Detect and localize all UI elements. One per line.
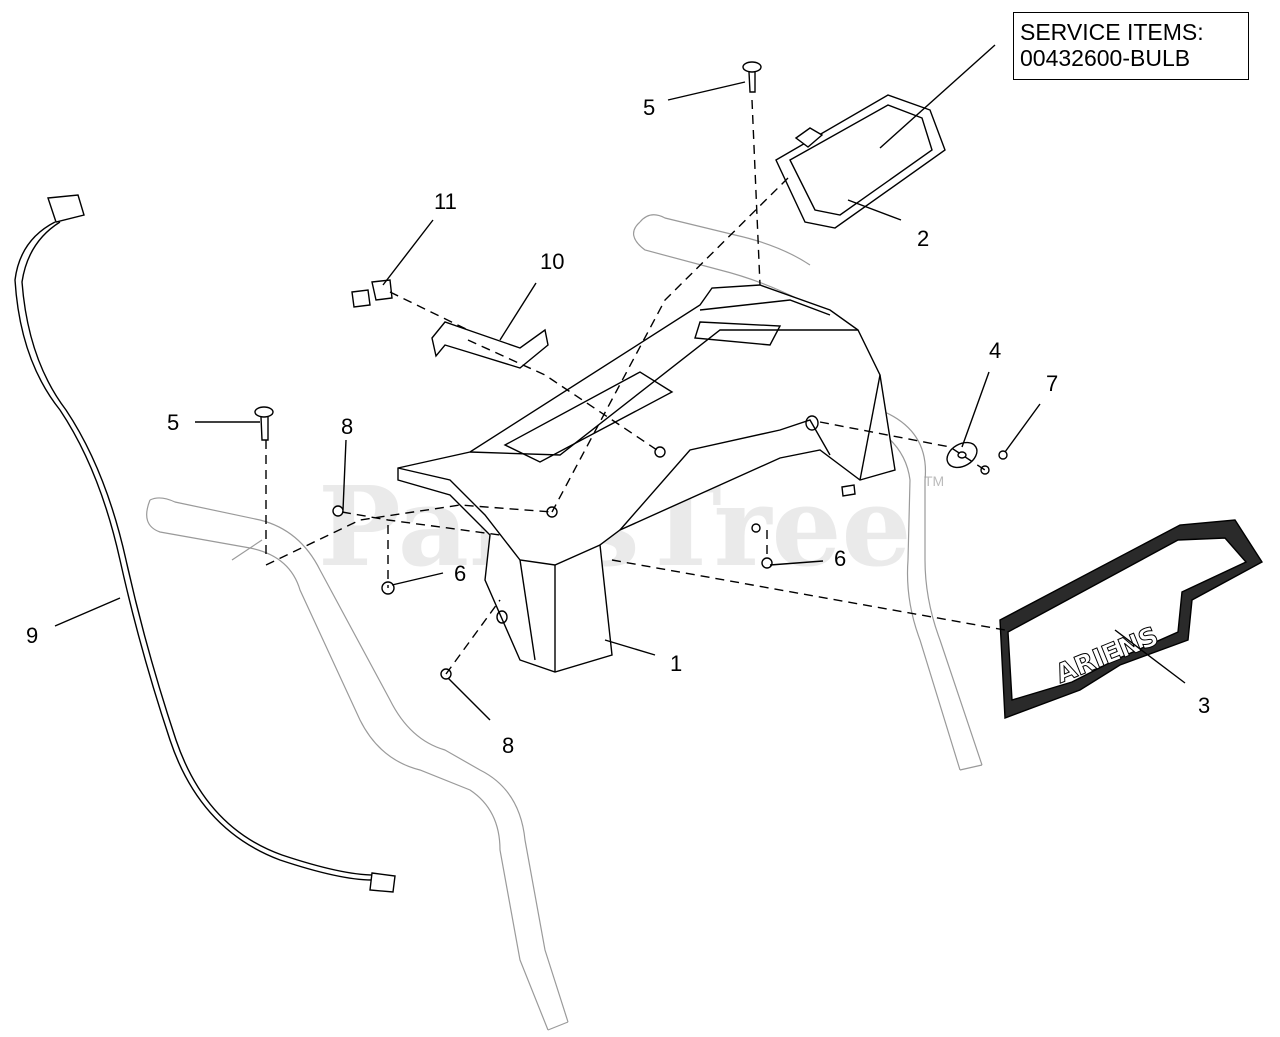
- pin-part: [254, 61, 762, 441]
- callout-1: 1: [670, 651, 682, 676]
- callout-4: 4: [989, 338, 1001, 363]
- callout-6-left: 6: [454, 561, 466, 586]
- callout-2: 2: [917, 226, 929, 251]
- callout-11: 11: [434, 189, 457, 214]
- dash-console-part: [397, 284, 896, 673]
- service-items-part-number: 00432600-BULB: [1020, 45, 1191, 71]
- handlebar-left-ghost: [146, 497, 569, 1031]
- leader-lines: [54, 44, 1186, 721]
- nut-part: [980, 450, 1008, 475]
- callout-6-right: 6: [834, 546, 846, 571]
- bracket-part: [431, 321, 549, 369]
- callout-7: 7: [1046, 371, 1058, 396]
- callout-8-bottom: 8: [502, 733, 514, 758]
- wire-harness-part: [14, 194, 396, 893]
- callout-10: 10: [540, 249, 564, 274]
- watermark-tm: TM: [924, 473, 944, 489]
- ariens-badge-part: ARIENS: [999, 519, 1263, 719]
- assembly-lines: [265, 99, 1006, 675]
- grommet-part: [946, 441, 978, 469]
- callout-8-top: 8: [341, 414, 353, 439]
- light-housing-part: [775, 94, 946, 229]
- callout-3: 3: [1198, 693, 1210, 718]
- service-items-heading: SERVICE ITEMS:: [1020, 19, 1204, 45]
- callout-5-top: 5: [643, 95, 655, 120]
- callout-9: 9: [26, 623, 38, 648]
- callout-5-left: 5: [167, 410, 179, 435]
- screws-part: [351, 279, 393, 308]
- service-items-box: SERVICE ITEMS: 00432600-BULB: [1013, 12, 1249, 80]
